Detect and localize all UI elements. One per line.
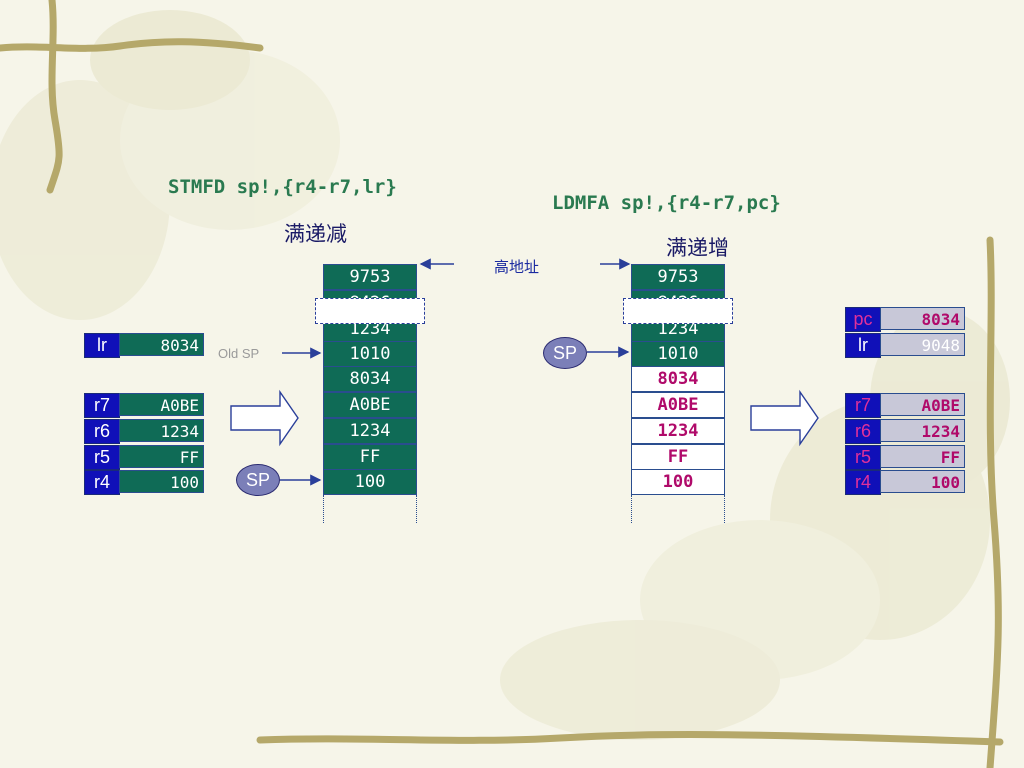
right-register-r5: r5 FF [845, 445, 967, 470]
left-stack-extension [323, 495, 417, 523]
register-name: r6 [845, 419, 881, 444]
register-name: lr [845, 333, 881, 358]
left-stack-cell: 1234 [323, 418, 417, 444]
register-name: r7 [845, 393, 881, 418]
left-stack-cell: FF [323, 444, 417, 470]
left-register-r5: r5 FF [84, 445, 206, 470]
right-register-r7: r7 A0BE [845, 393, 967, 418]
register-name: r4 [84, 470, 120, 495]
register-name: r5 [84, 445, 120, 470]
register-name: r5 [845, 445, 881, 470]
right-stack-cell-popped: 100 [631, 469, 725, 495]
register-value: 9048 [880, 333, 965, 356]
right-stack-cell: 1010 [631, 341, 725, 367]
register-value: 100 [880, 470, 965, 493]
left-register-r7: r7 A0BE [84, 393, 206, 418]
register-name: r4 [845, 470, 881, 495]
right-register-lr: lr 9048 [845, 333, 967, 358]
right-stack-cell-popped: 8034 [631, 366, 725, 392]
right-register-r6: r6 1234 [845, 419, 967, 444]
right-instruction: LDMFA sp!,{r4-r7,pc} [552, 192, 781, 214]
right-stack-cell-popped: 1234 [631, 418, 725, 444]
register-name: r6 [84, 419, 120, 444]
left-instruction: STMFD sp!,{r4-r7,lr} [168, 176, 397, 198]
left-stack-type: 满递减 [284, 222, 347, 246]
left-stack-cell: 100 [323, 469, 417, 495]
left-register-r6: r6 1234 [84, 419, 206, 444]
left-stack-cell: 1010 [323, 341, 417, 367]
register-name: lr [84, 333, 120, 358]
register-value: A0BE [880, 393, 965, 416]
high-address-label: 高地址 [494, 258, 540, 276]
register-value: FF [880, 445, 965, 468]
right-sp-pointer: SP [543, 337, 587, 369]
left-register-lr: lr 8034 [84, 333, 206, 358]
right-stack-extension [631, 495, 725, 523]
register-value: 1234 [119, 419, 204, 442]
left-stack-cell: 9753 [323, 264, 417, 290]
right-stack-cell-popped: FF [631, 444, 725, 470]
left-register-r4: r4 100 [84, 470, 206, 495]
register-name: r7 [84, 393, 120, 418]
register-value: 8034 [119, 333, 204, 356]
left-stack-cell: 8034 [323, 366, 417, 392]
left-sp-pointer: SP [236, 464, 280, 496]
old-sp-label: Old SP [218, 346, 260, 361]
register-value: A0BE [119, 393, 204, 416]
right-register-r4: r4 100 [845, 470, 967, 495]
right-stack-cell-popped: A0BE [631, 392, 725, 418]
register-name: pc [845, 307, 881, 332]
register-value: 8034 [880, 307, 965, 330]
right-stack-type: 满递增 [666, 236, 729, 260]
register-value: 1234 [880, 419, 965, 442]
right-stack-cell: 9753 [631, 264, 725, 290]
left-stack-break [315, 298, 425, 324]
right-register-pc: pc 8034 [845, 307, 967, 332]
right-stack-break [623, 298, 733, 324]
register-value: 100 [119, 470, 204, 493]
register-value: FF [119, 445, 204, 468]
left-stack-cell: A0BE [323, 392, 417, 418]
